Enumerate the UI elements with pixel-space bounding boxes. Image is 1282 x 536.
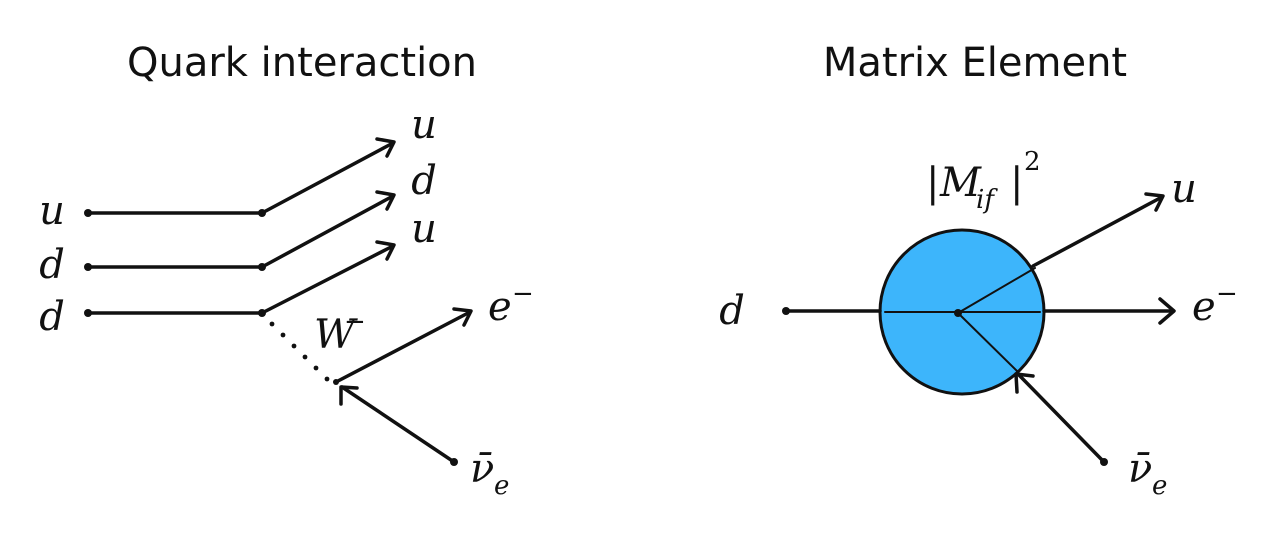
- vertex-dot-antineutrino: [450, 458, 458, 466]
- label-matrix-m: M: [939, 160, 982, 206]
- w-boson-dotted-line: [269, 321, 330, 382]
- matrix-element-title: Matrix Element: [823, 40, 1127, 86]
- label-electron-right: e −: [1192, 279, 1238, 330]
- antineutrino-line-right: [1016, 372, 1106, 464]
- label-antineutrino-sub: e: [494, 471, 509, 501]
- central-vertex-dot: [954, 309, 962, 317]
- label-antineutrino-letter: ν̄: [470, 446, 494, 492]
- vertex-dot-d-in-right: [782, 307, 790, 315]
- label-outgoing-u-1: u: [411, 102, 437, 148]
- label-electron-left: e −: [488, 279, 534, 330]
- quark-interaction-panel: Quark interaction: [39, 40, 534, 501]
- label-incoming-d-1: d: [39, 242, 65, 288]
- label-incoming-u: u: [39, 188, 65, 234]
- label-electron-letter: e: [488, 284, 512, 330]
- electron-line: [334, 310, 472, 384]
- antineutrino-arrowhead: [339, 385, 359, 406]
- incoming-d-quark-line-1: [86, 194, 395, 269]
- incoming-u-quark-line: [86, 141, 395, 215]
- vertex-dot-d1-in: [84, 263, 92, 271]
- outgoing-u-arrowhead-1: [375, 137, 396, 158]
- label-matrix-power: 2: [1024, 147, 1041, 177]
- label-matrix-open-bar: |: [926, 160, 939, 206]
- electron-arrowhead-right: [1158, 297, 1176, 325]
- label-electron-charge-right: −: [1216, 279, 1238, 309]
- label-outgoing-u-2: u: [411, 206, 437, 252]
- vertex-dot-w-decay: [333, 379, 339, 385]
- label-matrix-close-bar: |: [1010, 160, 1023, 206]
- internal-hub-line-to-nu: [957, 312, 1019, 373]
- vertex-dot-u-kink: [258, 209, 266, 217]
- label-antineutrino-left: ν̄ e: [470, 446, 509, 501]
- label-matrix-sub: if: [976, 185, 998, 215]
- outgoing-u-arrowhead-2: [375, 240, 396, 261]
- label-antineutrino-right: ν̄ e: [1128, 446, 1167, 501]
- u-arrowhead-right: [1144, 192, 1165, 212]
- label-electron-letter-right: e: [1192, 284, 1216, 330]
- internal-hub-line-to-u: [957, 267, 1036, 314]
- vertex-dot-d2-in: [84, 309, 92, 317]
- label-w-letter: W: [314, 312, 358, 358]
- vertex-dot-d1-kink: [258, 263, 266, 271]
- matrix-element-panel: Matrix Element | M if | 2 d u: [719, 40, 1238, 501]
- electron-arrowhead: [452, 307, 473, 327]
- antineutrino-line: [340, 385, 456, 464]
- antineutrino-arrowhead-right: [1014, 372, 1035, 394]
- label-matrix-element: | M if | 2: [926, 147, 1041, 215]
- label-antineutrino-sub-right: e: [1152, 471, 1167, 501]
- vertex-dot-antineutrino-right: [1100, 458, 1108, 466]
- label-w-charge: −: [344, 307, 366, 337]
- label-antineutrino-letter-right: ν̄: [1128, 446, 1152, 492]
- label-electron-charge: −: [512, 279, 534, 309]
- label-incoming-d-right: d: [719, 288, 745, 334]
- label-w-boson: W −: [314, 307, 366, 358]
- label-outgoing-d: d: [411, 158, 437, 204]
- label-incoming-d-2: d: [39, 294, 65, 340]
- vertex-dot-d2-kink: [258, 309, 266, 317]
- label-outgoing-u-right: u: [1171, 166, 1197, 212]
- outgoing-d-arrowhead: [375, 190, 396, 211]
- incoming-d-quark-line-2: [86, 244, 395, 315]
- quark-interaction-title: Quark interaction: [127, 40, 477, 86]
- u-line-right: [1031, 195, 1164, 268]
- vertex-dot-u-in: [84, 209, 92, 217]
